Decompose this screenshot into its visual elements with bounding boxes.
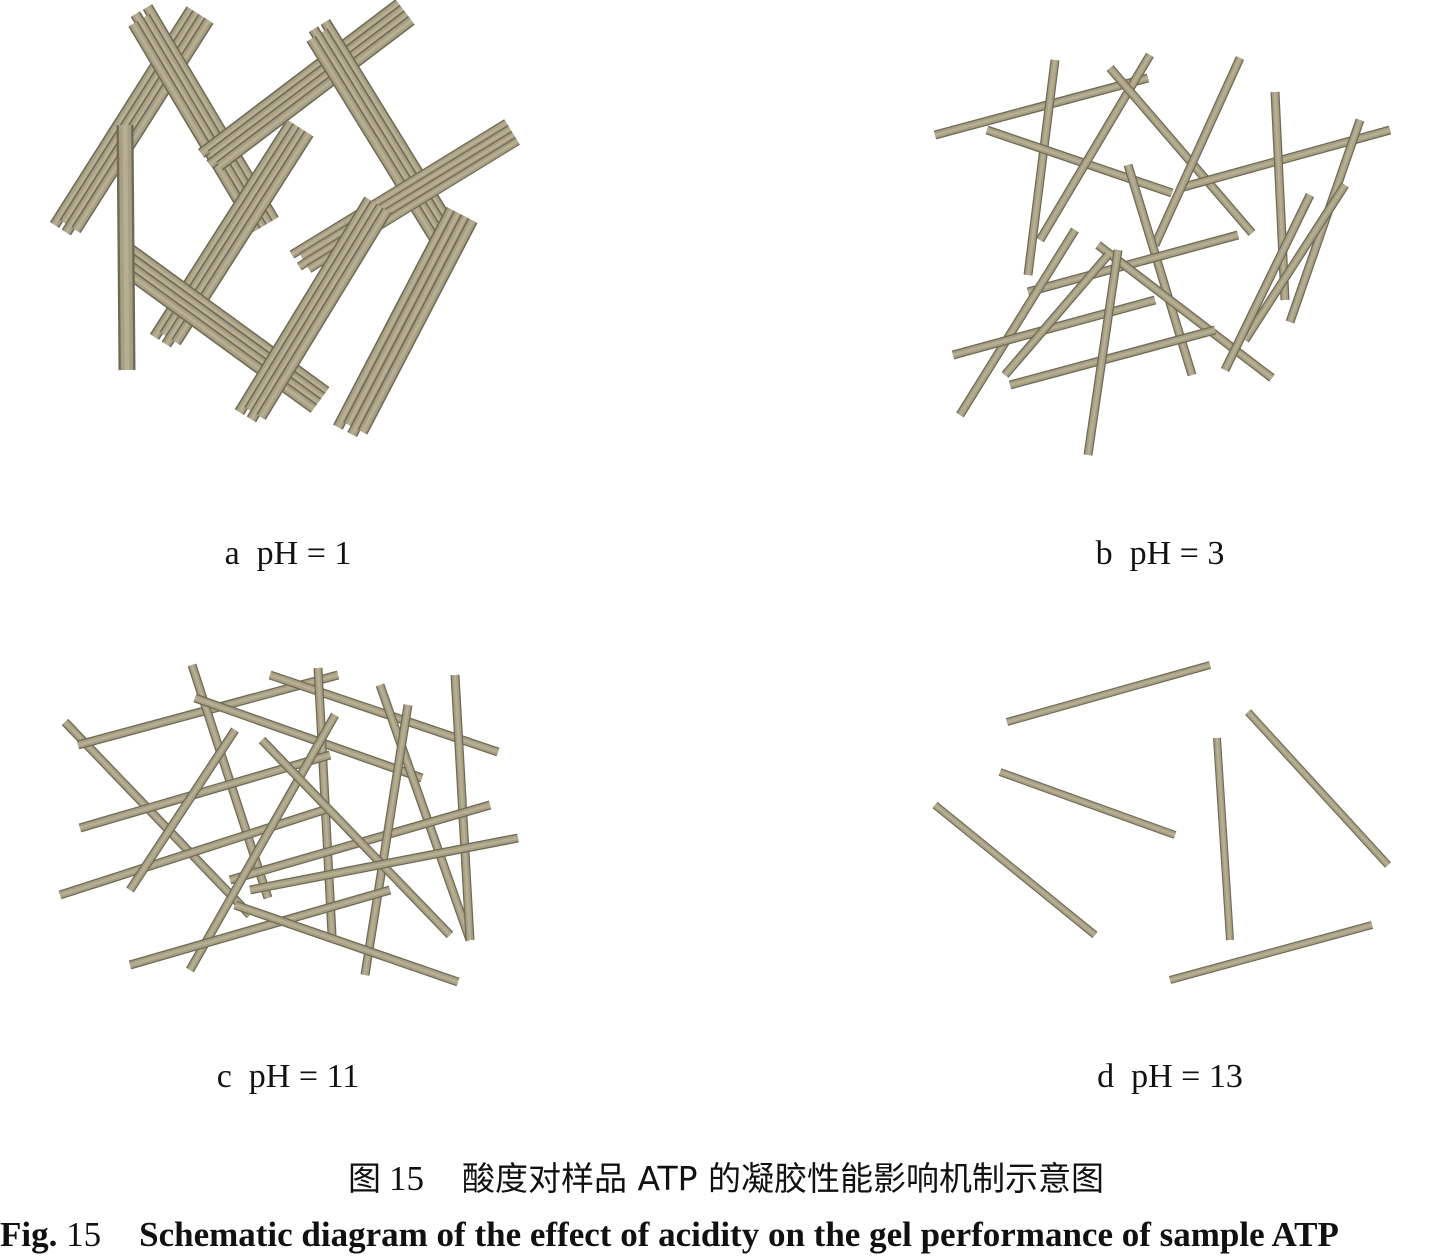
rod: [360, 704, 413, 976]
rod: [1106, 65, 1256, 236]
rod: [249, 833, 519, 895]
rod: [1270, 91, 1290, 301]
rod-bundle: [244, 200, 380, 413]
rod-bundle: [246, 203, 386, 423]
rod-bundle: [61, 13, 208, 236]
caption-en-number: 15: [66, 1215, 102, 1254]
rod: [1008, 325, 1217, 390]
panel-d-ph13: [900, 640, 1452, 1020]
caption-en-prefix: Fig.: [0, 1215, 58, 1254]
rod-single: [116, 124, 136, 371]
dispersed-rods-d: [932, 661, 1391, 984]
rod-bundle: [128, 20, 261, 234]
rod: [186, 712, 339, 973]
rod-bundle: [256, 207, 392, 420]
panel-c-ph11: [0, 640, 600, 1020]
rod: [1036, 52, 1154, 243]
rod: [1095, 241, 1275, 382]
rod: [1005, 661, 1212, 726]
rod: [233, 900, 460, 987]
rod-network-b: [933, 52, 1392, 456]
rod-bundle: [207, 4, 407, 160]
panel-d-diagram: [932, 661, 1391, 984]
panel-c-label: c pH = 11: [216, 1058, 360, 1095]
caption-cn-number: 15: [388, 1159, 424, 1198]
panel-d-label: d pH = 13: [1097, 1058, 1243, 1095]
rod-bundle: [296, 131, 517, 271]
rod: [450, 674, 475, 941]
rod: [1001, 252, 1112, 378]
rod: [1150, 56, 1245, 247]
panel-a-ph1: [0, 0, 600, 500]
rod: [956, 227, 1079, 418]
rod-bundle: [216, 15, 415, 171]
rod: [1083, 249, 1123, 456]
rod: [258, 736, 454, 939]
rod: [1178, 125, 1392, 193]
rod-bundle: [234, 196, 374, 415]
rod-bundle: [206, 10, 411, 169]
rod-bundle: [289, 119, 509, 259]
rod-bundle: [197, 0, 402, 158]
rod: [932, 801, 1098, 939]
rod-bundle: [299, 125, 513, 261]
rod: [1023, 59, 1060, 276]
rod: [126, 727, 239, 893]
rod: [1168, 921, 1374, 984]
panel-c-diagram: [58, 663, 519, 987]
rod: [933, 73, 1150, 140]
rod: [1245, 709, 1391, 868]
rod: [1026, 230, 1240, 297]
rod: [1220, 193, 1315, 372]
panel-b-ph3: [900, 0, 1452, 500]
rod: [998, 768, 1177, 839]
rod-bundle: [357, 218, 478, 435]
rod-bundle: [347, 214, 471, 438]
rod: [61, 718, 254, 919]
panel-b-diagram: [933, 52, 1392, 456]
panel-b-label: b pH = 3: [1095, 535, 1225, 572]
panel-a-diagram: [49, 0, 520, 438]
rod-bundle: [71, 17, 214, 234]
rod: [375, 683, 475, 942]
caption-en-text: Schematic diagram of the effect of acidi…: [139, 1215, 1339, 1254]
rod: [1241, 182, 1349, 343]
rod: [193, 693, 424, 783]
rod: [985, 125, 1174, 198]
rod: [1213, 737, 1234, 941]
rod: [128, 885, 392, 970]
rod-bundle: [343, 210, 464, 428]
rod: [951, 295, 1157, 360]
figure-caption-english: Fig. 15 Schematic diagram of the effect o…: [0, 1215, 1452, 1255]
panel-a-label: a pH = 1: [224, 535, 352, 572]
caption-cn-text: 酸度对样品 ATP 的凝胶性能影响机制示意图: [461, 1159, 1105, 1198]
caption-cn-prefix: 图: [347, 1159, 381, 1198]
rod-bundle: [333, 206, 457, 430]
rod-bundles-a: [49, 0, 520, 438]
rod-network-c: [58, 663, 519, 987]
rod: [58, 803, 332, 900]
